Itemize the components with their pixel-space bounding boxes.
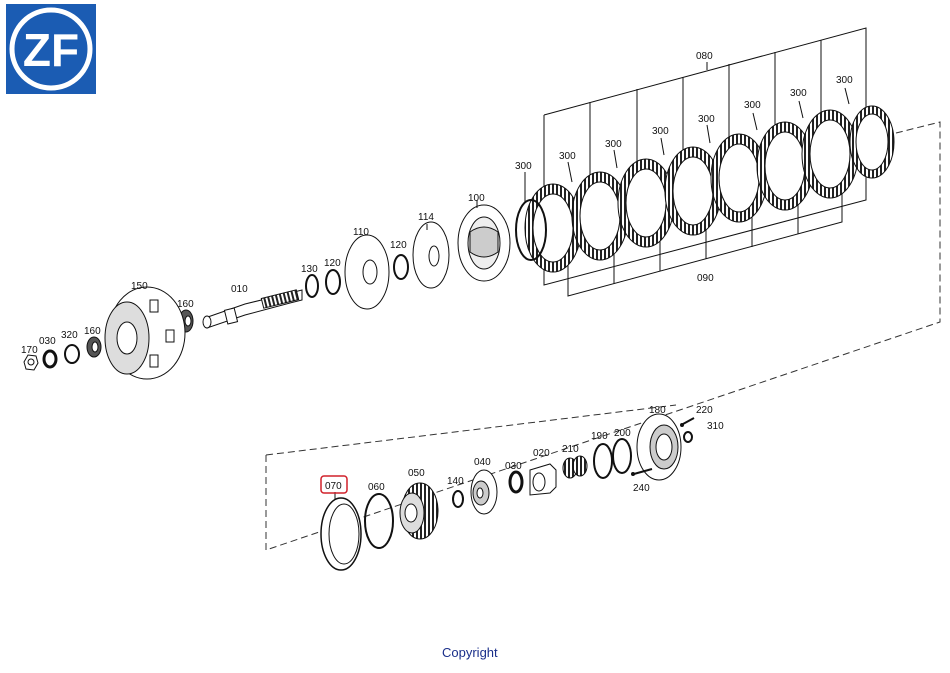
label-010[interactable]: 010 [231,284,248,295]
part-020-sleeve[interactable] [529,463,557,496]
part-120-ring[interactable] [393,254,409,280]
label-320[interactable]: 320 [61,330,78,341]
clutch-disc[interactable] [617,158,675,248]
label-130[interactable]: 130 [301,264,318,275]
clutch-disc[interactable] [664,146,722,236]
label-070[interactable]: 070 [325,481,342,492]
label-300[interactable]: 300 [515,161,532,172]
part-100-piston[interactable] [457,200,511,282]
part-130-snap-ring[interactable] [305,274,319,298]
part-150-carrier[interactable] [104,286,186,380]
clutch-disc[interactable] [849,105,895,179]
label-140[interactable]: 140 [447,476,464,487]
clutch-disc[interactable] [710,133,768,223]
part-120-ring-b[interactable] [325,269,341,295]
label-180[interactable]: 180 [649,405,666,416]
label-300[interactable]: 300 [605,139,622,150]
label-020[interactable]: 020 [533,448,550,459]
zf-logo-background [6,4,96,94]
label-080[interactable]: 080 [696,51,713,62]
label-160[interactable]: 160 [84,326,101,337]
part-170-nut[interactable] [23,354,39,371]
part-030-ring[interactable] [42,349,58,369]
label-220[interactable]: 220 [696,405,713,416]
part-060-ring[interactable] [364,493,394,549]
copyright-link[interactable]: Copyright [442,645,498,660]
part-190-ring[interactable] [593,443,613,479]
assembly-boundary-line-lower [265,404,677,456]
label-300[interactable]: 300 [698,114,715,125]
label-114[interactable]: 114 [418,212,434,223]
part-114-disc[interactable] [412,221,450,289]
clutch-disc[interactable] [756,121,814,211]
zf-logo-ring [9,7,93,91]
label-050[interactable]: 050 [408,468,425,479]
part-180-cover[interactable] [636,413,682,481]
label-030[interactable]: 030 [39,336,56,347]
part-210-spring[interactable] [562,455,588,479]
label-300[interactable]: 300 [652,126,669,137]
label-240[interactable]: 240 [633,483,650,494]
highlight-box-070 [320,475,348,494]
part-030-ring-b[interactable] [508,470,524,494]
leader-lines-300 [524,87,850,203]
part-040-hub[interactable] [470,469,498,515]
assembly-boundary-line [265,121,941,551]
part-070-thrust-washer[interactable] [320,492,362,571]
label-190[interactable]: 190 [591,431,608,442]
label-090[interactable]: 090 [697,273,714,284]
clutch-disc-stack [515,105,895,273]
label-100[interactable]: 100 [468,193,485,204]
label-040[interactable]: 040 [474,457,491,468]
part-160-bearing-b[interactable] [86,336,102,358]
label-300[interactable]: 300 [790,88,807,99]
part-320-ring[interactable] [64,344,80,364]
label-110[interactable]: 110 [353,227,369,238]
part-200-ring[interactable] [612,438,632,474]
part-310-oring[interactable] [683,431,693,443]
label-310[interactable]: 310 [707,421,724,432]
label-150[interactable]: 150 [131,281,148,292]
clutch-disc[interactable] [571,171,629,261]
label-170[interactable]: 170 [21,345,38,356]
label-120[interactable]: 120 [324,258,341,269]
label-060[interactable]: 060 [368,482,385,493]
part-010-shaft[interactable] [202,289,303,329]
part-140-ring[interactable] [452,490,464,508]
part-labels: 080 090 300 300 300 300 300 300 300 300 … [21,51,853,494]
zf-logo[interactable]: ZF [6,4,96,94]
snap-ring[interactable] [515,199,547,261]
label-160[interactable]: 160 [177,299,194,310]
part-240-bolt[interactable] [631,468,653,476]
label-210[interactable]: 210 [562,444,579,455]
label-300[interactable]: 300 [559,151,576,162]
part-110-plate[interactable] [344,234,390,310]
zf-logo-text: ZF [23,24,79,76]
label-300[interactable]: 300 [836,75,853,86]
part-220-bolt[interactable] [680,417,695,427]
label-300[interactable]: 300 [744,100,761,111]
label-030[interactable]: 030 [505,461,522,472]
part-050-gear[interactable] [399,482,439,540]
label-120[interactable]: 120 [390,240,407,251]
clutch-disc[interactable] [801,109,859,199]
label-200[interactable]: 200 [614,428,631,439]
